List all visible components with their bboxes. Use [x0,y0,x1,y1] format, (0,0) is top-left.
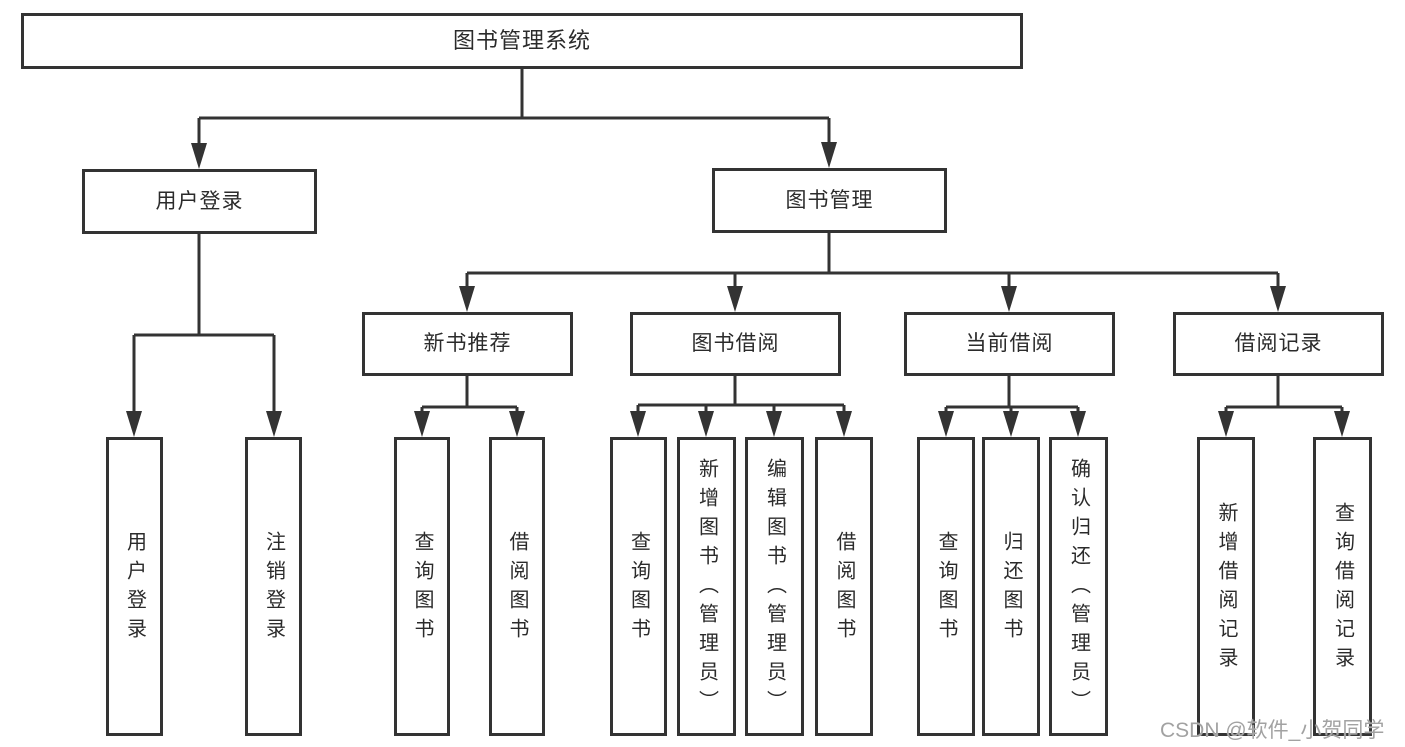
leaf-borrow-books: 借阅图书 [815,437,873,736]
leaf-confirm-return-admin: 确认归还（管理员） [1049,437,1108,736]
leaf-add-book-admin: 新增图书（管理员） [677,437,736,736]
leaf-borrow-books-recommend: 借阅图书 [489,437,545,736]
node-borrow-records: 借阅记录 [1173,312,1384,376]
node-book-borrow: 图书借阅 [630,312,841,376]
leaf-user-login: 用户登录 [106,437,163,736]
leaf-query-borrow-record: 查询借阅记录 [1313,437,1372,736]
csdn-watermark: CSDN @软件_小贺同学 [1160,719,1385,742]
leaf-query-books-recommend: 查询图书 [394,437,450,736]
leaf-edit-book-admin: 编辑图书（管理员） [745,437,804,736]
leaf-return-book: 归还图书 [982,437,1040,736]
node-new-book-recommend: 新书推荐 [362,312,573,376]
node-system-root: 图书管理系统 [21,13,1023,69]
leaf-add-borrow-record: 新增借阅记录 [1197,437,1255,736]
node-user-login: 用户登录 [82,169,317,234]
leaf-query-books-borrow: 查询图书 [610,437,667,736]
node-book-management: 图书管理 [712,168,947,233]
leaf-query-books-current: 查询图书 [917,437,975,736]
node-current-borrow: 当前借阅 [904,312,1115,376]
leaf-logout: 注销登录 [245,437,302,736]
